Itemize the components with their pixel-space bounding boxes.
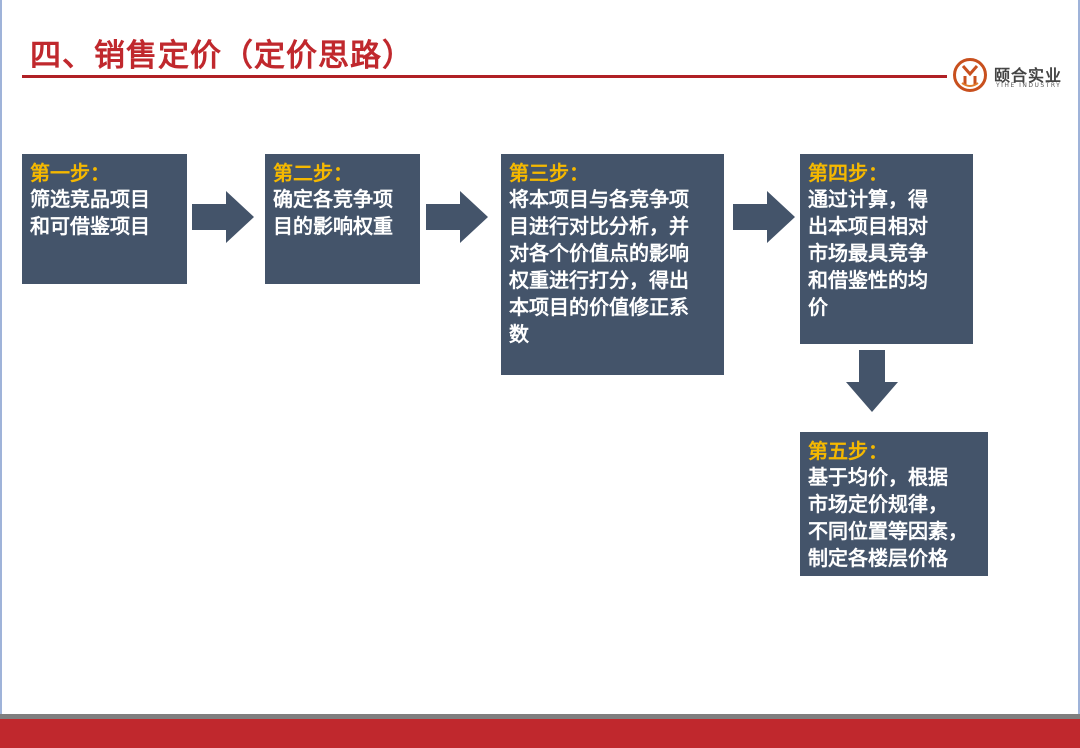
step-text-5: 基于均价，根据 市场定价规律， 不同位置等因素， 制定各楼层价格 <box>808 465 968 570</box>
company-logo: 颐合实业 YIHE INDUSTRY <box>952 57 1072 93</box>
step-label-1: 第一步： <box>30 161 110 185</box>
step-box-5: 第五步： 基于均价，根据 市场定价规律， 不同位置等因素， 制定各楼层价格 <box>800 432 988 576</box>
step-text-4: 通过计算，得 出本项目相对 市场最具竞争 和借鉴性的均 价 <box>808 187 928 319</box>
logo-name: 颐合实业 <box>994 66 1063 85</box>
footer-divider <box>0 714 1080 719</box>
step-box-4: 第四步： 通过计算，得 出本项目相对 市场最具竞争 和借鉴性的均 价 <box>800 154 973 344</box>
step-box-2: 第二步： 确定各竞争项 目的影响权重 <box>265 154 420 284</box>
step-box-3: 第三步： 将本项目与各竞争项 目进行对比分析，并 对各个价值点的影响 权重进行打… <box>501 154 724 375</box>
arrow-right-icon <box>426 191 488 243</box>
step-text-3: 将本项目与各竞争项 目进行对比分析，并 对各个价值点的影响 权重进行打分，得出 … <box>509 187 689 346</box>
step-label-5: 第五步： <box>808 439 888 463</box>
slide-frame-right <box>1078 0 1080 748</box>
arrow-right-icon <box>733 191 795 243</box>
title-underline <box>22 75 947 78</box>
step-label-3: 第三步： <box>509 161 589 185</box>
step-text-1: 筛选竞品项目 和可借鉴项目 <box>30 187 150 238</box>
footer-bar <box>0 719 1080 748</box>
logo-subtitle: YIHE INDUSTRY <box>996 82 1062 89</box>
slide-title: 四、销售定价（定价思路） <box>30 38 414 74</box>
step-label-4: 第四步： <box>808 161 888 185</box>
step-label-2: 第二步： <box>273 161 353 185</box>
yihe-logo-icon <box>953 58 987 92</box>
step-text-2: 确定各竞争项 目的影响权重 <box>273 187 393 238</box>
slide-frame-left <box>0 0 2 748</box>
step-box-1: 第一步： 筛选竞品项目 和可借鉴项目 <box>22 154 187 284</box>
arrow-down-icon <box>846 350 898 412</box>
arrow-right-icon <box>192 191 254 243</box>
